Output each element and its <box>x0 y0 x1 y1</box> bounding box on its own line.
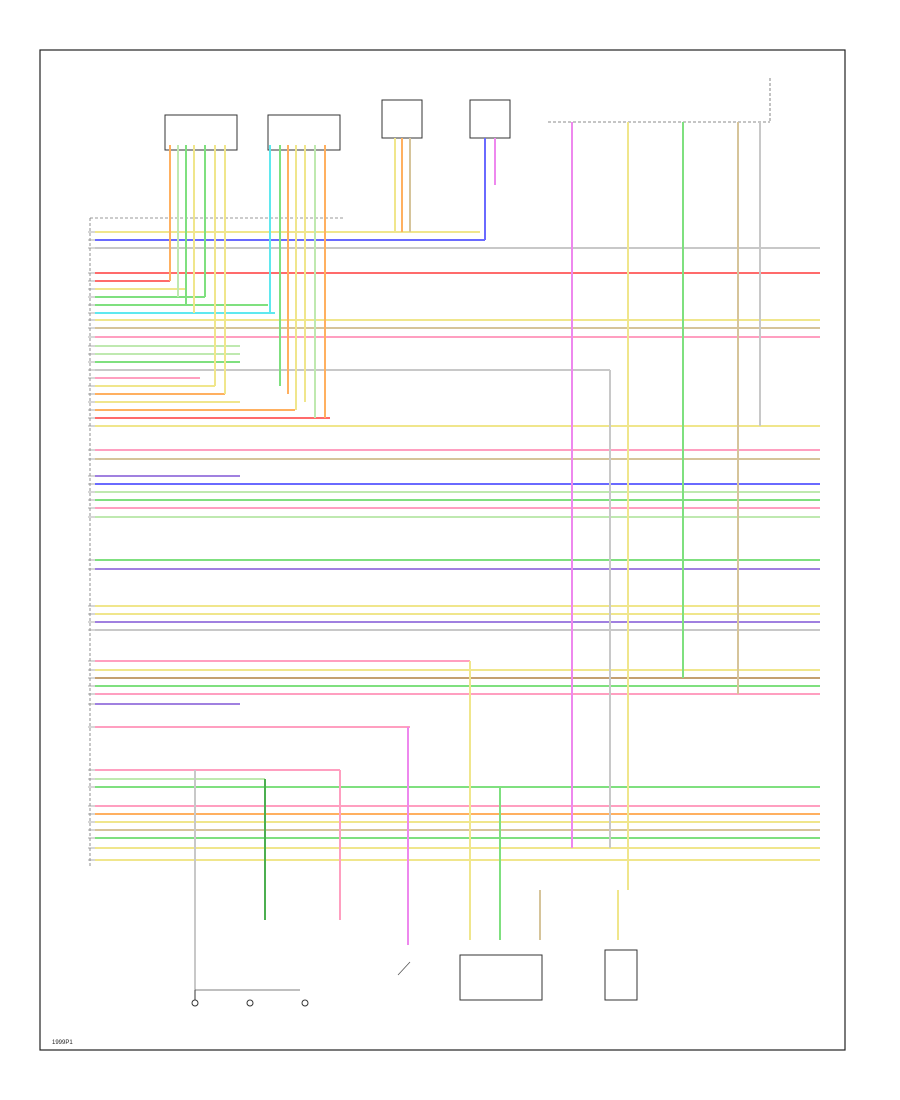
sensor-3-connector <box>381 99 423 139</box>
ground-1-icon <box>191 999 199 1007</box>
vertical-wires <box>169 122 761 1000</box>
throttle-position-sensor-box <box>459 954 543 1001</box>
map-sensor-box <box>604 949 638 1001</box>
switch-icon <box>397 961 411 976</box>
ecm-pin-ticks <box>88 231 95 861</box>
diagram-frame <box>39 49 846 1051</box>
ground-3-icon <box>301 999 309 1007</box>
sensor-4-connector <box>469 99 511 139</box>
top-connectors <box>164 78 771 151</box>
horizontal-wires <box>95 231 820 861</box>
o2-sensor-2-connector <box>267 114 341 151</box>
o2-sensor-1-connector <box>164 114 238 151</box>
ground-2-icon <box>246 999 254 1007</box>
bottom-components <box>191 949 638 1007</box>
page-code: 1999P1 <box>52 1040 73 1046</box>
